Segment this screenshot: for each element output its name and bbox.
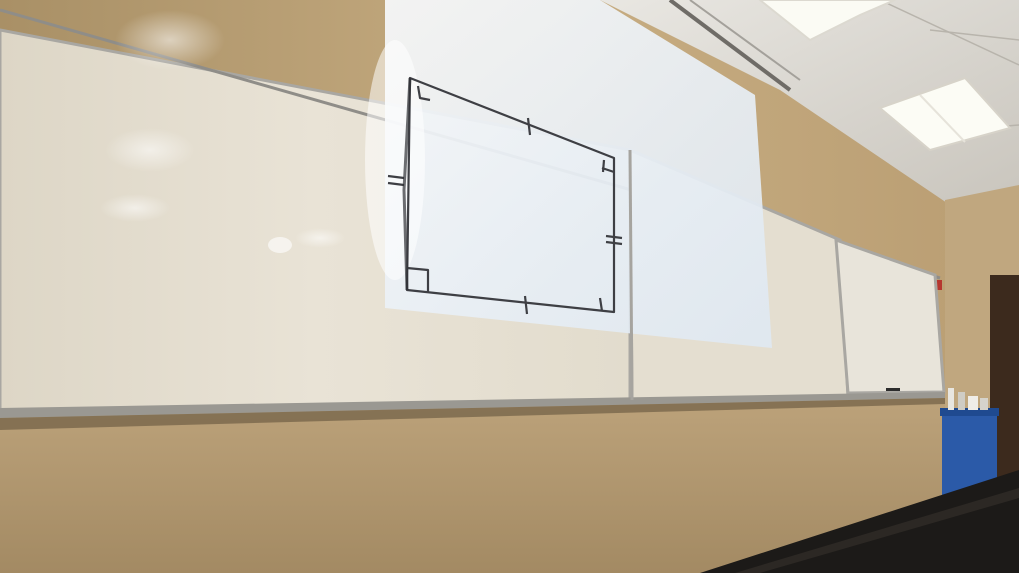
ceiling-light-panel: [758, 0, 896, 42]
board-tray: [0, 392, 945, 418]
ceiling-grid-line: [929, 29, 1019, 41]
ceiling-vent-edge: [689, 0, 801, 81]
board-tray-shadow: [0, 398, 945, 430]
board-glare: [268, 237, 292, 253]
board-glare: [105, 128, 195, 172]
board-seam: [628, 149, 634, 401]
tick-mark: [526, 117, 532, 136]
fire-alarm: [933, 280, 942, 290]
tick-mark: [605, 234, 623, 240]
floor-desk: [700, 470, 1019, 573]
right-angle-square: [598, 297, 604, 312]
rectangle-drawing-icon: [387, 76, 623, 315]
bin-papers: [948, 388, 988, 410]
tick-mark: [387, 181, 405, 187]
tick-mark: [605, 240, 623, 246]
board-glare: [100, 194, 170, 222]
drawing-left-edge: [402, 77, 412, 291]
ceiling-light-panel: [878, 76, 1012, 152]
projection-area: [385, 0, 772, 348]
ceiling: [600, 0, 1019, 205]
right-angle-square: [601, 159, 606, 173]
desk-edge: [735, 488, 1019, 573]
tick-mark: [523, 295, 529, 315]
marker: [886, 388, 900, 391]
right-angle-square: [406, 266, 430, 292]
ceiling-vent: [668, 0, 792, 92]
blue-bin-rim: [940, 408, 999, 416]
projector-glare: [365, 40, 425, 280]
board-glare: [115, 10, 225, 70]
board-glare: [295, 228, 345, 248]
tick-mark: [387, 174, 405, 180]
whiteboard-right: [834, 237, 946, 395]
right-angle-square: [416, 85, 431, 102]
ceiling-light-divider: [919, 94, 966, 143]
rectangle-outline: [405, 76, 616, 314]
